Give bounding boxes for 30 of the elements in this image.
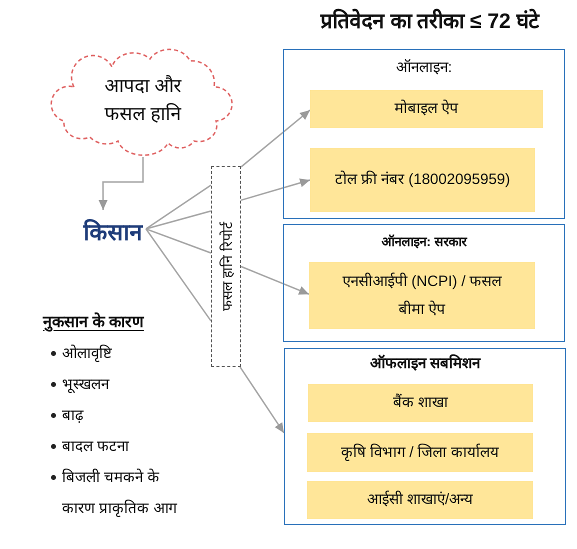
option-box: बैंक शाखा bbox=[308, 384, 533, 422]
arrow bbox=[240, 266, 310, 295]
connector-line bbox=[146, 228, 212, 254]
group-heading: ऑनलाइन: सरकार bbox=[382, 233, 466, 250]
list-item: बिजली चमकने के कारण प्राकृतिक आग bbox=[62, 468, 178, 519]
title: प्रतिवेदन का तरीका ≤ 72 घंटे bbox=[319, 8, 541, 34]
option-box: टोल फ्री नंबर (18002095959) bbox=[310, 148, 535, 212]
option-box: आईसी शाखाएं/अन्य bbox=[307, 481, 533, 519]
group-box bbox=[284, 348, 566, 525]
group-heading: ऑफलाइन सबमिशन bbox=[370, 353, 480, 372]
arrow bbox=[240, 178, 310, 201]
list-item: भूस्खलन bbox=[62, 375, 109, 395]
report-box: फसल हानि रिपोर्ट bbox=[211, 166, 241, 367]
option-box: मोबाइल ऐप bbox=[310, 90, 543, 128]
list-item: बाढ़ bbox=[62, 406, 83, 426]
option-box: कृषि विभाग / जिला कार्यालय bbox=[307, 433, 533, 472]
option-box: एनसीआईपी (NCPI) / फसल बीमा ऐप bbox=[309, 262, 535, 329]
list-heading: नुकसान के कारण bbox=[43, 311, 144, 332]
arrow bbox=[239, 366, 285, 434]
list-item: बादल फटना bbox=[62, 437, 130, 457]
connector-line bbox=[145, 228, 212, 322]
list-item: ओलावृष्टि bbox=[62, 344, 112, 364]
arrow bbox=[240, 110, 310, 168]
group-box bbox=[283, 49, 565, 219]
group-heading: ऑनलाइन: bbox=[396, 58, 452, 76]
arrow bbox=[98, 157, 144, 210]
connector-line bbox=[146, 184, 212, 230]
connector-line bbox=[146, 210, 212, 230]
node-label: किसान bbox=[80, 210, 146, 252]
group-box bbox=[283, 224, 565, 342]
